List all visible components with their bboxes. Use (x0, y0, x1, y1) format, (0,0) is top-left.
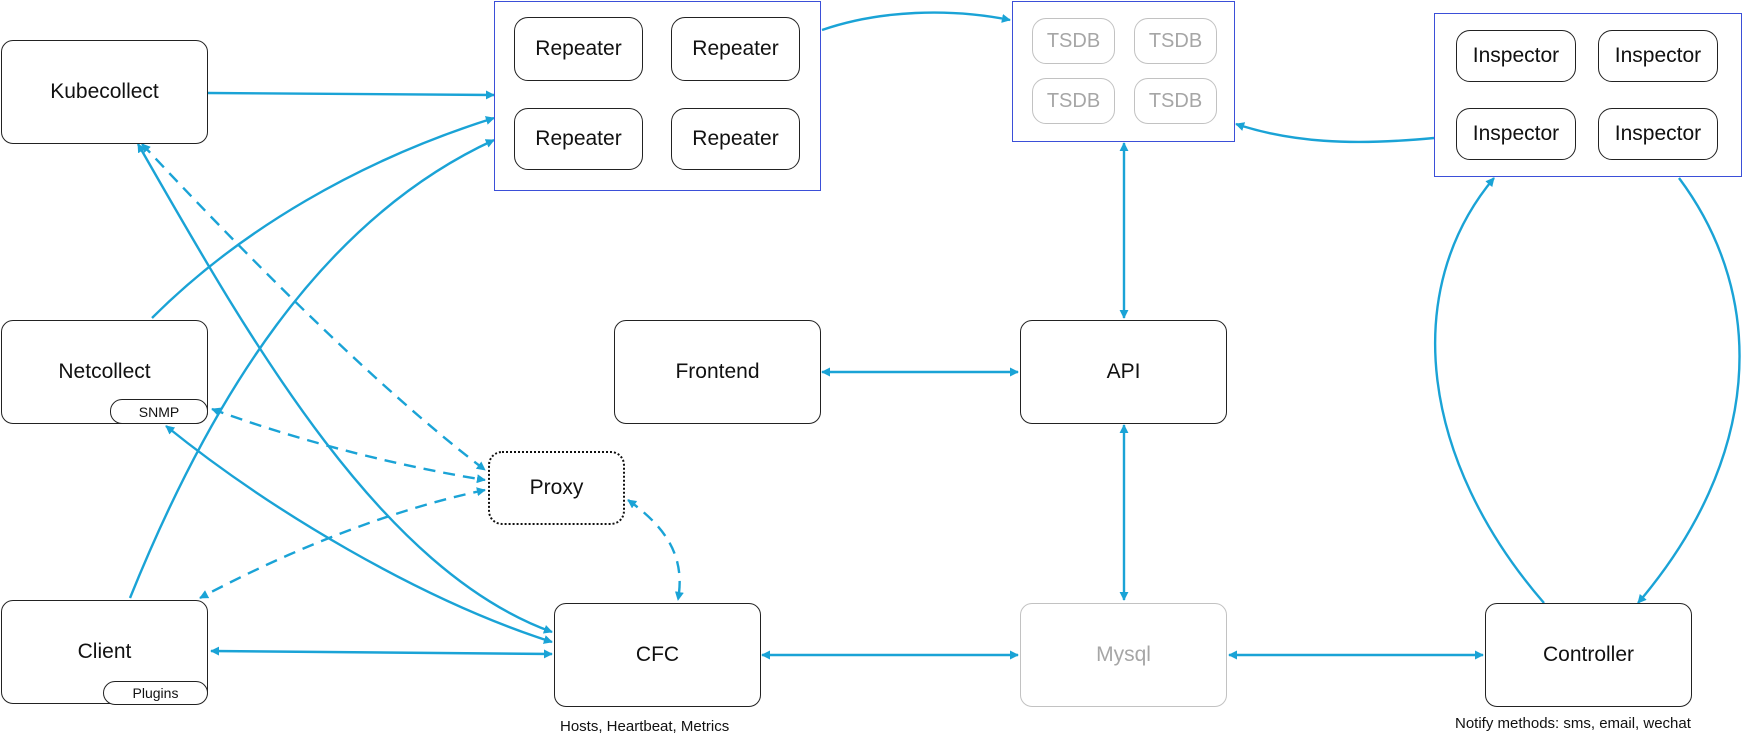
kubecollect-node[interactable]: Kubecollect (1, 40, 208, 144)
api-node[interactable]: API (1020, 320, 1227, 424)
controller-note: Notify methods: sms, email, wechat (1455, 715, 1691, 732)
inspector-node[interactable]: Inspector (1598, 30, 1718, 82)
edge-repeaters-tsdb (821, 11, 1011, 32)
inspector-node[interactable]: Inspector (1598, 108, 1718, 160)
tsdb-group (1012, 1, 1235, 142)
edge-netcollect-repeaters (151, 116, 495, 319)
edge-inspectors-controller (1637, 177, 1741, 604)
edge-inspectors-tsdb (1235, 122, 1435, 144)
edge-controller-inspectors (1434, 177, 1545, 604)
mysql-node[interactable]: Mysql (1020, 603, 1227, 707)
cfc-node[interactable]: CFC (554, 603, 761, 707)
proxy-node[interactable]: Proxy (488, 451, 625, 525)
frontend-node[interactable]: Frontend (614, 320, 821, 424)
plugins-badge: Plugins (103, 681, 208, 705)
edge-proxy-client (199, 487, 486, 600)
edge-kubecollect-proxy (141, 143, 486, 471)
inspector-node[interactable]: Inspector (1456, 30, 1576, 82)
cfc-note: Hosts, Heartbeat, Metrics (560, 718, 730, 735)
tsdb-node[interactable]: TSDB (1134, 18, 1217, 64)
repeater-group (494, 1, 821, 191)
snmp-badge: SNMP (110, 399, 208, 424)
edge-kubecollect-repeaters (207, 90, 495, 100)
tsdb-node[interactable]: TSDB (1032, 78, 1115, 124)
edge-snmp-proxy (211, 407, 486, 484)
edge-proxy-cfc (627, 499, 684, 601)
tsdb-node[interactable]: TSDB (1032, 18, 1115, 64)
tsdb-node[interactable]: TSDB (1134, 78, 1217, 124)
inspector-group (1434, 13, 1742, 177)
repeater-node[interactable]: Repeater (514, 108, 643, 170)
repeater-node[interactable]: Repeater (671, 17, 800, 81)
repeater-node[interactable]: Repeater (671, 108, 800, 170)
inspector-node[interactable]: Inspector (1456, 108, 1576, 160)
edge-client-cfc (210, 646, 553, 659)
repeater-node[interactable]: Repeater (514, 17, 643, 81)
controller-node[interactable]: Controller (1485, 603, 1692, 707)
